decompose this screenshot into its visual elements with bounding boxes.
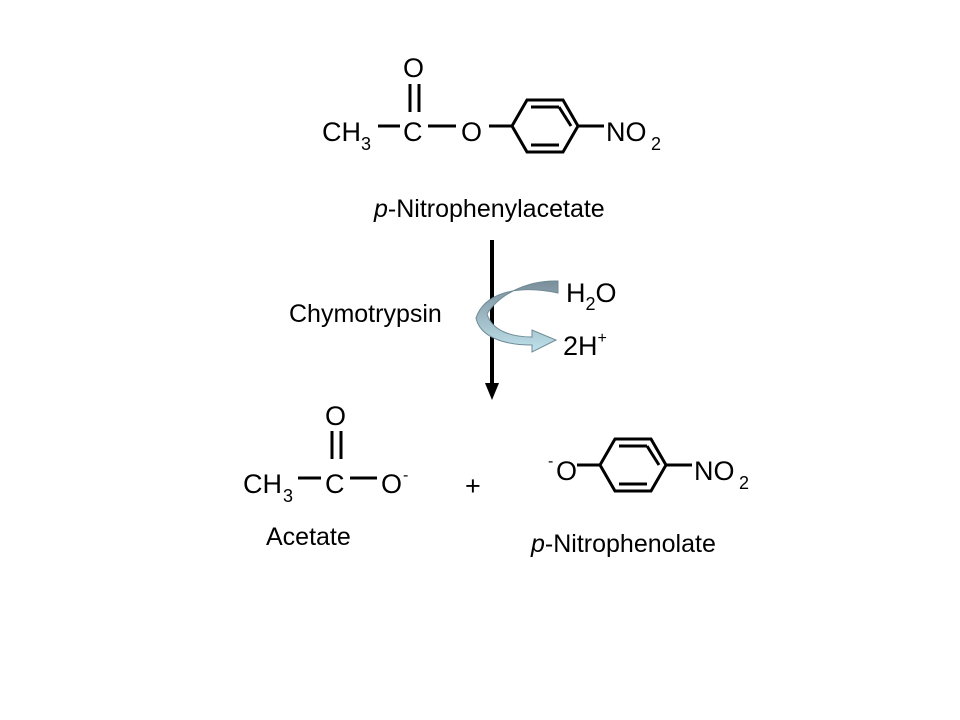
phenolate-no-label: NO <box>694 456 735 486</box>
reactant-no-label: NO <box>606 117 647 147</box>
reactant-benzene-ring <box>510 98 580 154</box>
acetate-carbon: C <box>325 469 345 499</box>
curved-arrow <box>475 280 559 353</box>
reactant-name: p-Nitrophenylacetate <box>373 195 605 223</box>
reaction-arrow <box>485 240 499 400</box>
phenolate-oxygen: O <box>556 456 577 486</box>
enzyme-label: Chymotrypsin <box>289 300 442 328</box>
plus-sign: + <box>465 471 481 501</box>
phenolate-structure: - O NO 2 <box>548 437 749 493</box>
phenolate-negative-charge: - <box>548 453 553 470</box>
reactant-ch-label: CH <box>322 117 361 147</box>
acetate-ch-subscript: 3 <box>283 486 293 506</box>
acetate-structure: O CH 3 C O - <box>243 401 408 506</box>
acetate-ch-label: CH <box>243 469 282 499</box>
reactant-carbon: C <box>403 117 423 147</box>
phenolate-no-subscript: 2 <box>739 473 749 493</box>
phenolate-name: p-Nitrophenolate <box>530 530 716 558</box>
reactant-structure: O CH 3 C O NO 2 <box>322 53 661 154</box>
acetate-carbonyl-oxygen: O <box>325 401 346 431</box>
acetate-oxygen: O <box>381 469 402 499</box>
water-label: H2O <box>566 278 617 314</box>
phenolate-benzene-ring <box>598 437 668 493</box>
reactant-no-subscript: 2 <box>651 134 661 154</box>
acetate-name: Acetate <box>266 523 351 551</box>
reactant-ch-subscript: 3 <box>361 134 371 154</box>
reactant-ester-oxygen: O <box>461 117 482 147</box>
reactant-carbonyl-oxygen: O <box>403 53 424 83</box>
acetate-negative-charge: - <box>403 467 408 484</box>
protons-label: 2H+ <box>563 330 607 361</box>
